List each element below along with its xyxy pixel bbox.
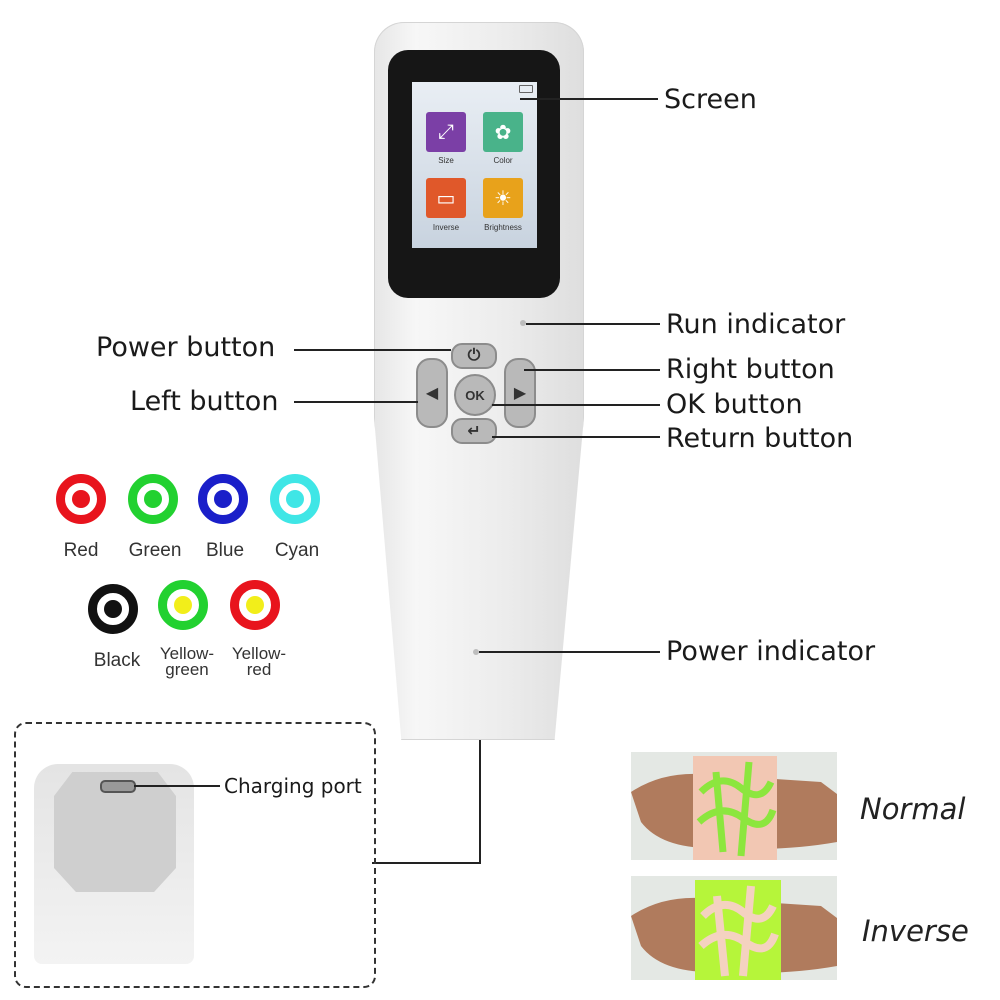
inset-connector-vertical xyxy=(479,740,481,864)
charging-port-label: Charging port xyxy=(224,774,362,798)
charging-port-inset: Charging port xyxy=(14,722,376,988)
clover-icon: ✿ xyxy=(494,121,512,144)
brightness-tile-label: Brightness xyxy=(484,223,522,232)
power-indicator-leader xyxy=(479,651,660,653)
run-indicator-label: Run indicator xyxy=(666,309,846,340)
brightness-tile: ☀ xyxy=(483,178,523,218)
size-tile: ⤢ xyxy=(426,112,466,152)
yellow-green-label-line2: green xyxy=(165,660,209,679)
normal-projection-photo xyxy=(631,752,837,860)
return-button-label: Return button xyxy=(666,423,854,454)
laptop-icon: ▭ xyxy=(436,187,456,210)
right-button-leader xyxy=(524,369,660,371)
return-icon: ↵ xyxy=(467,423,481,440)
battery-icon xyxy=(519,85,533,93)
power-button[interactable]: ⏻ xyxy=(451,343,497,369)
screen-leader xyxy=(520,98,658,100)
yellow-green-label-line1: Yellow- xyxy=(159,644,215,663)
color-tile: ✿ xyxy=(483,112,523,152)
red-label: Red xyxy=(63,540,99,561)
left-button[interactable]: ◀ xyxy=(416,358,448,428)
resize-icon: ⤢ xyxy=(438,120,454,143)
left-arrow-icon: ◀ xyxy=(425,385,439,402)
yellow-red-swatch xyxy=(230,580,280,630)
left-button-leader xyxy=(294,401,418,403)
cyan-swatch xyxy=(270,474,320,524)
blue-label: Blue xyxy=(205,540,245,561)
green-swatch xyxy=(128,474,178,524)
cyan-label: Cyan xyxy=(274,540,320,561)
return-button[interactable]: ↵ xyxy=(451,418,497,444)
normal-label: Normal xyxy=(860,792,966,826)
device-screen: ⤢ Size ✿ Color ▭ Inverse ☀ Brightness xyxy=(412,82,537,248)
left-button-label: Left button xyxy=(130,386,279,417)
color-tile-label: Color xyxy=(493,156,513,165)
right-arrow-icon: ▶ xyxy=(513,385,527,402)
inset-connector-horizontal xyxy=(372,862,481,864)
power-button-leader xyxy=(294,349,451,351)
return-button-leader xyxy=(492,436,660,438)
run-indicator-leader xyxy=(526,323,660,325)
yellow-red-label-line1: Yellow- xyxy=(231,644,287,663)
black-label: Black xyxy=(93,650,141,671)
power-button-label: Power button xyxy=(96,332,276,363)
charging-port-slot xyxy=(100,780,136,793)
inverse-tile: ▭ xyxy=(426,178,466,218)
black-swatch xyxy=(88,584,138,634)
sun-icon: ☀ xyxy=(494,187,512,210)
inverse-label: Inverse xyxy=(862,914,969,948)
green-label: Green xyxy=(128,540,182,561)
run-indicator-led xyxy=(520,320,526,326)
inverse-projection-photo xyxy=(631,876,837,980)
ok-button-leader xyxy=(492,404,660,406)
ok-button[interactable]: OK xyxy=(454,374,496,416)
yellow-red-label-line2: red xyxy=(246,660,272,679)
right-button-label: Right button xyxy=(666,354,835,385)
power-icon: ⏻ xyxy=(467,347,481,364)
blue-swatch xyxy=(198,474,248,524)
inverse-tile-label: Inverse xyxy=(432,223,460,232)
ok-button-callout: OK button xyxy=(666,389,803,420)
size-tile-label: Size xyxy=(438,156,454,165)
charging-port-leader xyxy=(134,785,220,787)
ok-button-label: OK xyxy=(465,387,485,403)
yellow-green-swatch xyxy=(158,580,208,630)
power-indicator-led xyxy=(473,649,479,655)
power-indicator-label: Power indicator xyxy=(666,636,876,667)
screen-label: Screen xyxy=(664,84,757,115)
red-swatch xyxy=(56,474,106,524)
